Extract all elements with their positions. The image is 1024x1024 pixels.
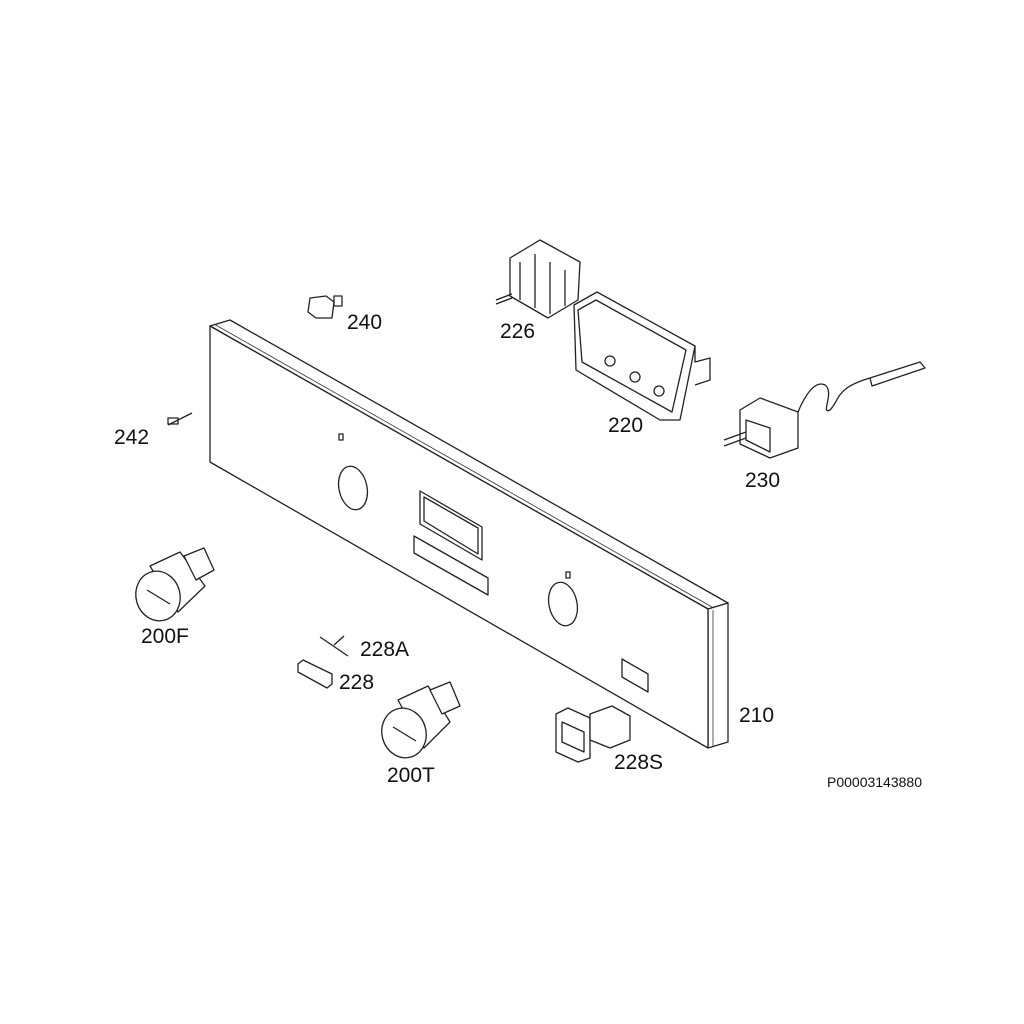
label-230: 230 — [745, 469, 781, 492]
label-228A: 228A — [360, 638, 410, 661]
label-240: 240 — [347, 311, 383, 334]
part-200F-knob — [135, 547, 215, 622]
part-228S-switch — [555, 705, 631, 763]
label-226: 226 — [500, 320, 536, 343]
part-200T-knob — [381, 681, 461, 759]
part-240-button — [307, 295, 343, 319]
part-242-pin — [167, 412, 193, 426]
diagram-code: P00003143880 — [827, 774, 922, 790]
part-220-display-frame — [573, 291, 711, 421]
part-228-button — [297, 659, 333, 689]
part-228A-rod — [319, 635, 349, 657]
part-230-thermostat — [723, 361, 926, 459]
label-220: 220 — [608, 414, 644, 437]
part-226-selector-switch — [495, 239, 581, 319]
label-228: 228 — [339, 671, 375, 694]
label-210: 210 — [739, 704, 775, 727]
label-242: 242 — [114, 426, 150, 449]
label-200T: 200T — [387, 764, 435, 787]
part-210-control-panel — [209, 319, 729, 749]
label-228S: 228S — [614, 751, 664, 774]
label-200F: 200F — [141, 625, 189, 648]
